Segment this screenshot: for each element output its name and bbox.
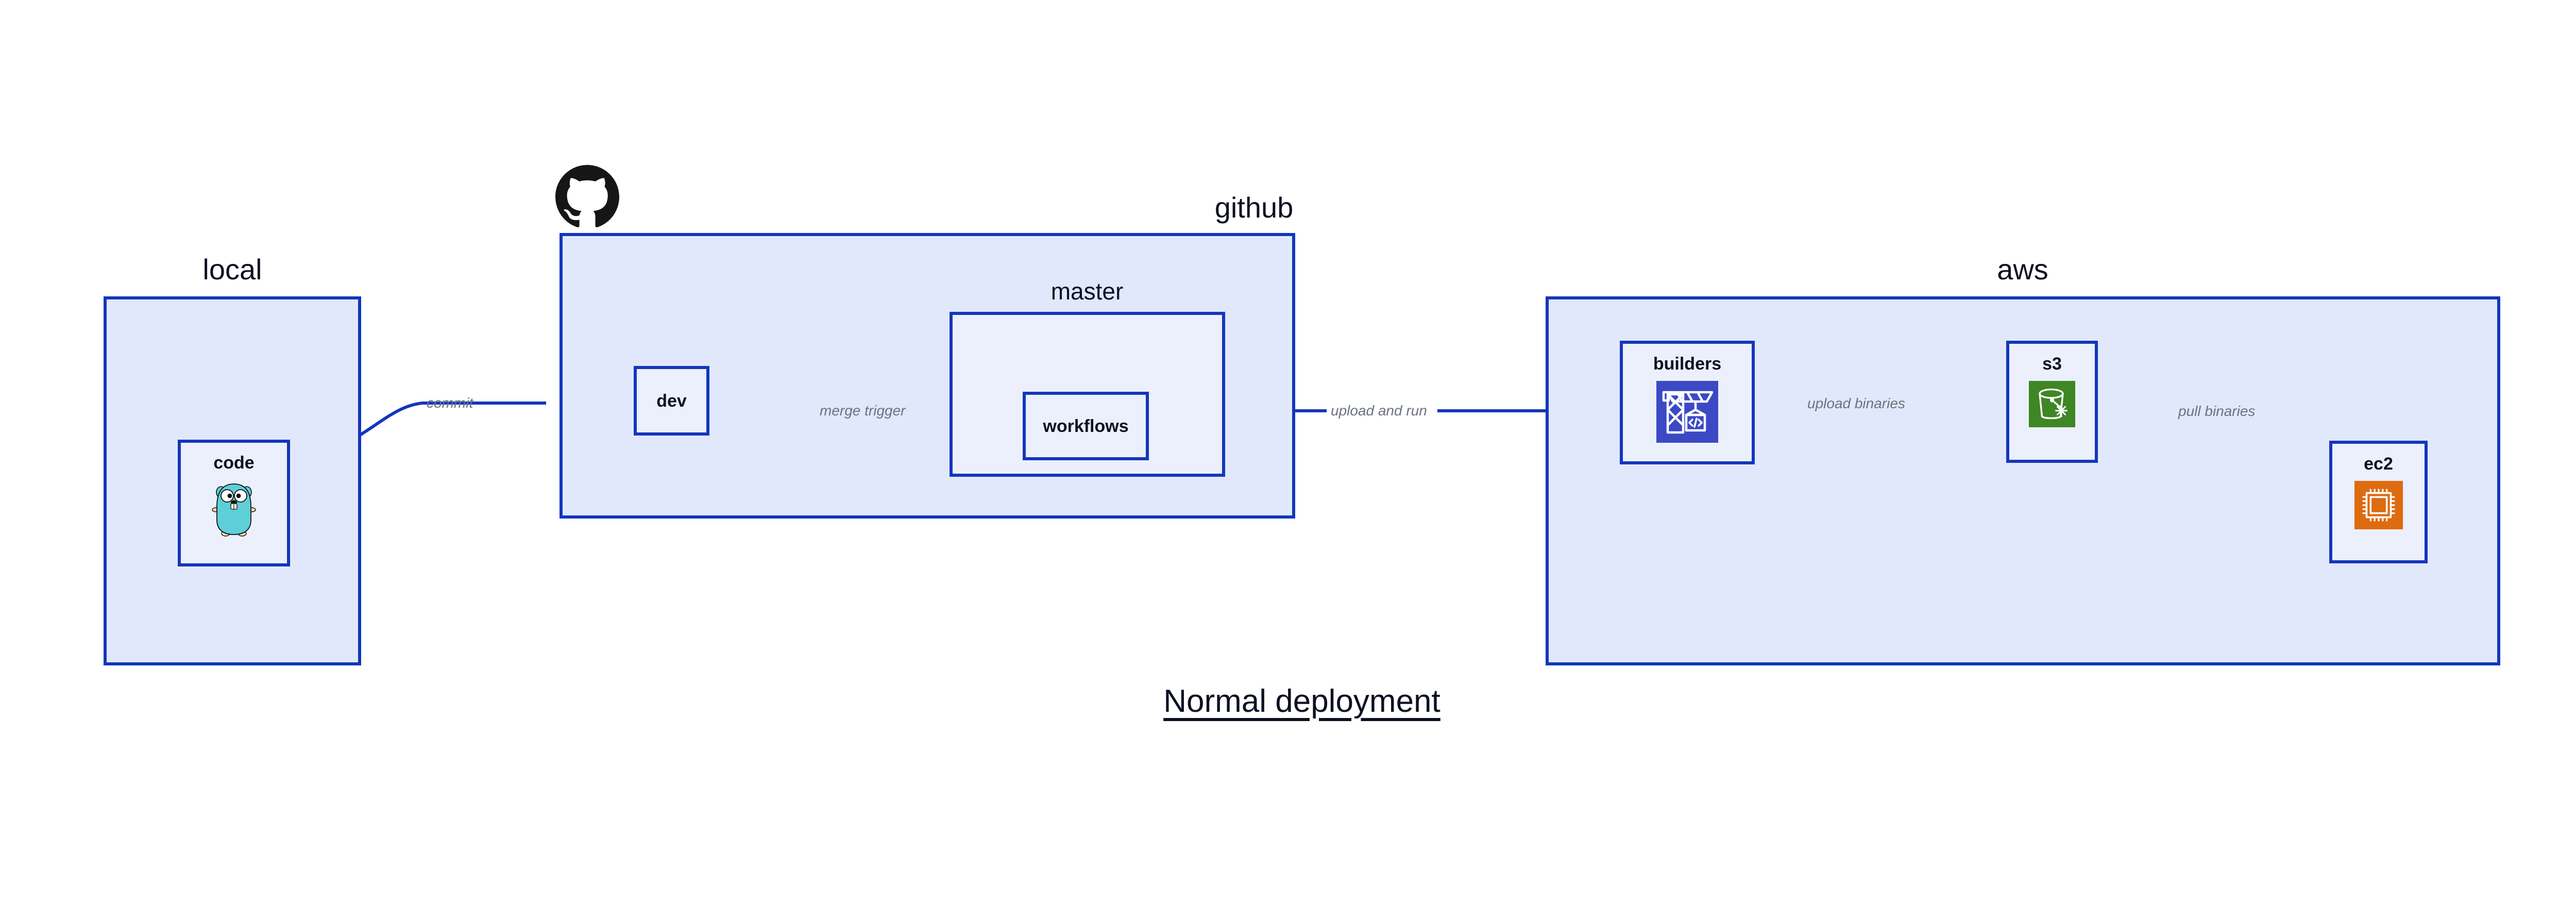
diagram-caption: Normal deployment xyxy=(1163,683,1440,719)
node-dev[interactable]: dev xyxy=(634,366,709,436)
node-s3[interactable]: s3 xyxy=(2006,341,2098,463)
node-ec2-label: ec2 xyxy=(2364,454,2393,474)
edge-label-upload-and-run: upload and run xyxy=(1331,403,1427,419)
node-builders-label: builders xyxy=(1653,354,1722,374)
group-aws-label: aws xyxy=(1997,253,2048,286)
node-ec2[interactable]: ec2 xyxy=(2329,441,2428,563)
node-workflows-label: workflows xyxy=(1043,416,1129,436)
node-builders[interactable]: builders xyxy=(1620,341,1755,464)
edge-label-commit: commit xyxy=(427,395,473,411)
edge-label-merge-trigger: merge trigger xyxy=(820,403,906,419)
group-github-label: github xyxy=(1214,191,1294,224)
group-local-label: local xyxy=(202,253,262,286)
node-code-label: code xyxy=(213,453,255,473)
node-dev-label: dev xyxy=(656,391,687,411)
edge-label-upload-binaries: upload binaries xyxy=(1807,395,1905,411)
edge-label-pull-binaries: pull binaries xyxy=(2178,403,2256,419)
aws-codebuild-crane-icon xyxy=(1656,381,1718,443)
node-code[interactable]: code xyxy=(178,440,290,566)
node-s3-label: s3 xyxy=(2042,354,2062,374)
group-master-label: master xyxy=(1050,278,1124,305)
aws-ec2-chip-icon xyxy=(2354,481,2403,529)
go-gopher-icon xyxy=(212,480,256,538)
github-octocat-icon xyxy=(555,165,619,229)
aws-s3-bucket-icon xyxy=(2029,381,2075,427)
node-workflows[interactable]: workflows xyxy=(1023,392,1149,460)
